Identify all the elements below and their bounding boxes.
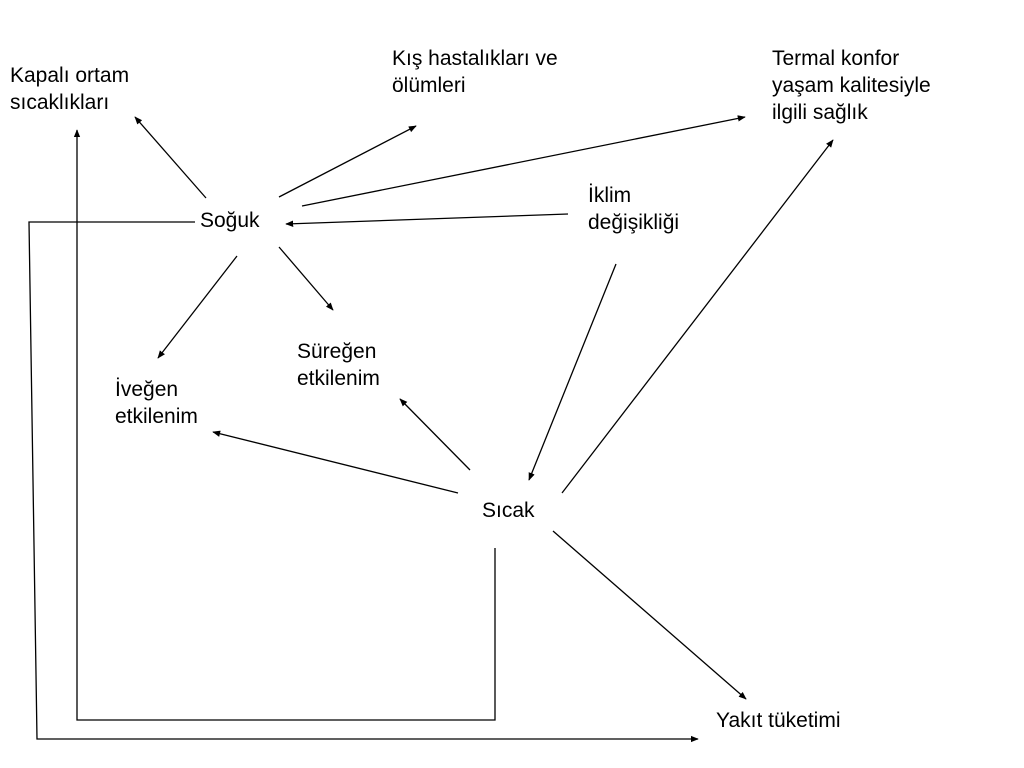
arrow-sicak-to-ivegen [212,430,459,494]
node-ivegen-etkilenim: İveğen etkilenim [115,376,198,430]
node-line: Yakıt tüketimi [716,709,841,732]
arrow-sicak-to-termal-konfor [561,139,834,494]
node-soguk: Soğuk [200,207,260,234]
node-line: Süreğen [297,340,377,363]
node-line: Termal konfor [772,47,900,70]
arrow-soguk-to-kis-hastaliklari [278,125,417,198]
node-sicak: Sıcak [482,497,535,524]
arrow-soguk-to-ivegen [157,255,238,359]
node-line: İveğen [115,378,179,401]
arrow-iklim-to-soguk [285,213,569,227]
node-line: İklim [588,184,632,207]
node-line: yaşam kalitesiyle [772,74,931,97]
node-line: etkilenim [115,405,198,428]
node-line: sıcaklıkları [10,91,110,114]
arrow-soguk-to-suregen [278,246,334,311]
node-line: ilgili sağlık [772,101,868,124]
node-yakit-tuketimi: Yakıt tüketimi [716,707,840,734]
node-line: Kış hastalıkları ve [392,47,558,70]
node-kapali-ortam-sicakliklari: Kapalı ortam sıcaklıkları [10,62,129,116]
arrow-sicak-to-suregen [399,398,471,471]
arrow-iklim-to-sicak [528,263,617,481]
node-line: ölümleri [392,74,466,97]
connector-sicak-to-kapali-ortam [73,129,496,721]
node-kis-hastaliklari: Kış hastalıkları ve ölümleri [392,45,558,99]
node-line: değişikliği [588,211,680,234]
arrow-soguk-to-termal-konfor [301,115,746,207]
node-iklim-degisikligi: İklim değişikliği [588,182,679,236]
connector-soguk-to-yakit [28,221,699,743]
node-line: Kapalı ortam [10,64,130,87]
arrow-sicak-to-yakit [552,530,747,700]
arrow-soguk-to-kapali-ortam [134,116,207,199]
node-suregen-etkilenim: Süreğen etkilenim [297,338,380,392]
node-line: Sıcak [482,499,535,522]
node-termal-konfor: Termal konfor yaşam kalitesiyle ilgili s… [772,45,931,126]
node-line: Soğuk [200,209,260,232]
node-line: etkilenim [297,367,380,390]
